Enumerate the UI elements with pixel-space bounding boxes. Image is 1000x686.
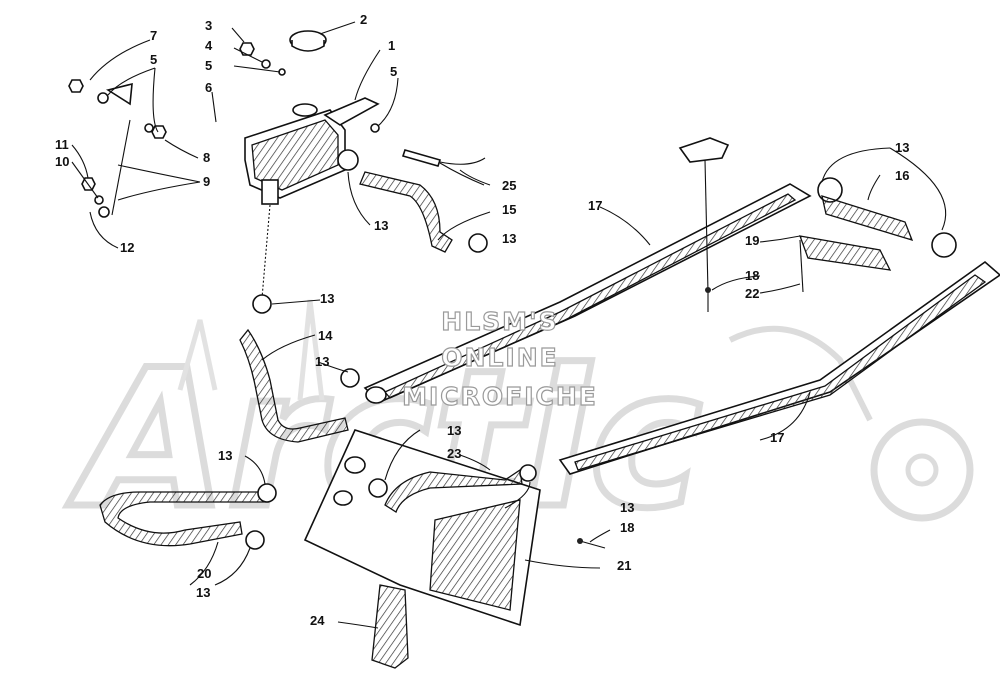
callout-18: 18 — [745, 268, 759, 283]
hose-clamp — [245, 530, 265, 550]
callout-13: 13 — [620, 500, 634, 515]
coolant-tank — [244, 103, 346, 205]
hose-clamp — [368, 478, 388, 498]
callout-2: 2 — [360, 12, 367, 27]
callout-21: 21 — [617, 558, 631, 573]
callout-13: 13 — [218, 448, 232, 463]
callout-15: 15 — [502, 202, 516, 217]
watermark-line-2: ONLINE — [441, 343, 558, 372]
callout-13: 13 — [447, 423, 461, 438]
callout-1: 1 — [388, 38, 395, 53]
hose-clamp — [519, 464, 537, 482]
hose-clamp — [340, 368, 360, 388]
upper-hose — [359, 171, 453, 253]
watermark-line-3: MICROFICHE — [402, 382, 598, 411]
callout-9: 9 — [203, 174, 210, 189]
callout-11: 11 — [55, 137, 69, 152]
overflow-hose — [401, 149, 486, 167]
tank-bracket — [323, 97, 380, 126]
watermark-line-1: HLSM'S — [441, 307, 558, 336]
fitting — [333, 490, 353, 506]
tank-cap — [289, 30, 327, 52]
callout-5: 5 — [390, 64, 397, 79]
callout-10: 10 — [55, 154, 69, 169]
hose-clamp — [257, 483, 277, 503]
hose-clamp — [252, 294, 272, 314]
callout-13: 13 — [196, 585, 210, 600]
right-heat-exchanger — [558, 232, 1000, 475]
callout-5: 5 — [150, 52, 157, 67]
decal — [678, 137, 730, 163]
callout-17: 17 — [588, 198, 602, 213]
callout-20: 20 — [197, 566, 211, 581]
callout-7: 7 — [150, 28, 157, 43]
callout-13: 13 — [374, 218, 388, 233]
mounting-bracket — [371, 584, 409, 669]
callout-19: 19 — [745, 233, 759, 248]
callout-6: 6 — [205, 80, 212, 95]
callout-8: 8 — [203, 150, 210, 165]
watermark-text: HLSM'S ONLINE MICROFICHE — [402, 306, 598, 411]
deflector — [799, 235, 892, 271]
callout-13: 13 — [895, 140, 909, 155]
callout-5: 5 — [205, 58, 212, 73]
callout-24: 24 — [310, 613, 325, 628]
callout-14: 14 — [318, 328, 333, 343]
callout-3: 3 — [205, 18, 212, 33]
hose-clamp — [337, 149, 359, 171]
callout-17: 17 — [770, 430, 784, 445]
callout-25: 25 — [502, 178, 516, 193]
lower-tank-hose — [239, 328, 349, 443]
leader-lines — [71, 21, 947, 629]
callout-13: 13 — [320, 291, 334, 306]
callout-23: 23 — [447, 446, 461, 461]
callout-4: 4 — [205, 38, 213, 53]
callout-16: 16 — [895, 168, 909, 183]
callout-13: 13 — [502, 231, 516, 246]
callout-18: 18 — [620, 520, 634, 535]
crossover-hose — [821, 195, 914, 242]
bypass-hose — [99, 491, 269, 547]
rivet — [577, 538, 583, 544]
left-heat-exchanger — [363, 177, 843, 404]
hose-clamp — [468, 233, 488, 253]
callout-13: 13 — [315, 354, 329, 369]
callout-12: 12 — [120, 240, 134, 255]
rivet — [705, 287, 711, 293]
callout-22: 22 — [745, 286, 759, 301]
callout-labels: 1 2 3 4 5 5 5 6 7 8 9 10 11 12 13 13 13 … — [55, 12, 909, 628]
